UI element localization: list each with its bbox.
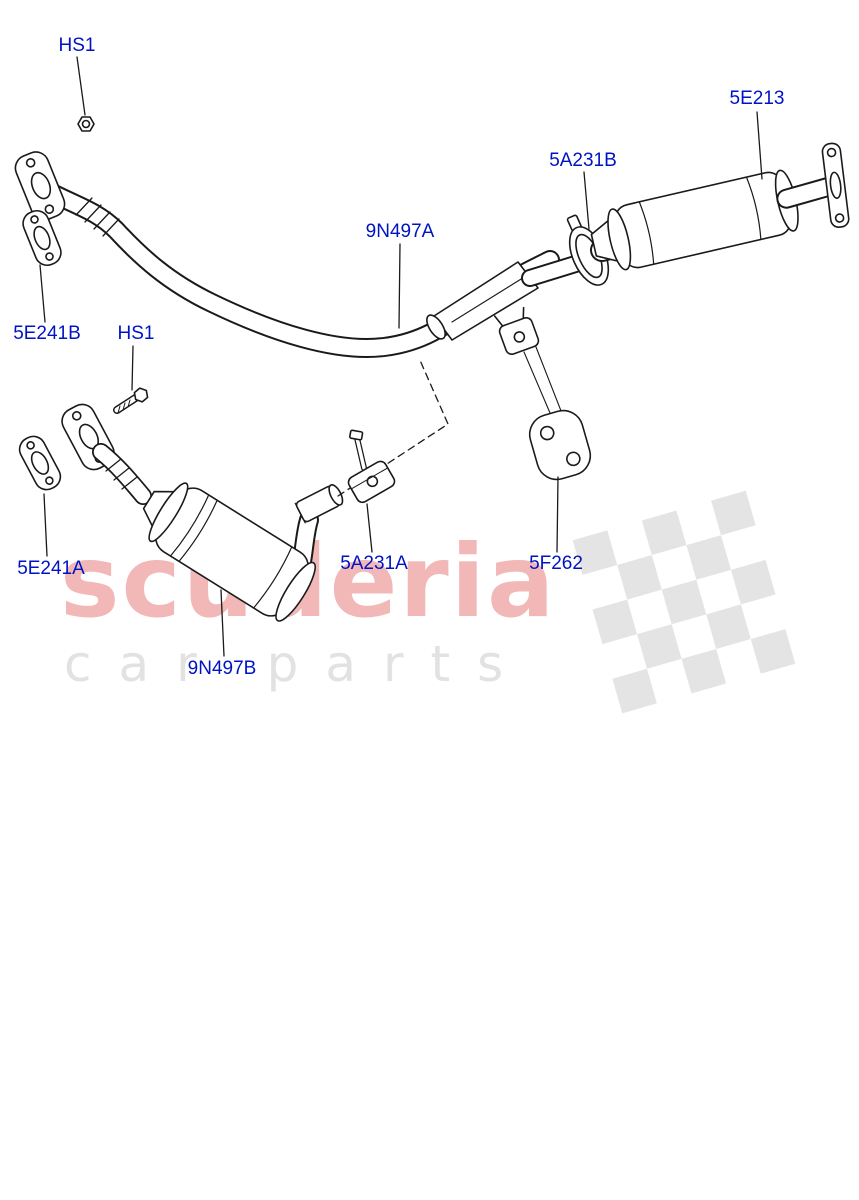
- gasket-5e241b: [22, 209, 62, 267]
- bracket-to-hanger-lines: [523, 346, 564, 421]
- part-labels: HS1 5E213 5A231B 9N497A 5E241B HS1 5E241…: [13, 35, 784, 679]
- rubber-hanger-5f262: [528, 409, 592, 481]
- part-label-5a231a: 5A231A: [340, 553, 408, 574]
- alignment-dashed-line: [337, 357, 449, 497]
- gasket-5e241a: [18, 435, 62, 491]
- mid-hanger-bracket: [493, 306, 540, 356]
- part-label-5e241a: 5E241A: [17, 558, 85, 579]
- front-flange: [14, 151, 66, 221]
- checkered-flag-watermark: [572, 490, 796, 714]
- lower-flex-pipe: [92, 443, 152, 505]
- part-label-9n497b: 9N497B: [188, 658, 257, 679]
- part-label-hs1-lower: HS1: [118, 323, 155, 344]
- watermark-subtitle-text: car parts: [64, 635, 530, 693]
- part-label-9n497a: 9N497A: [366, 221, 435, 242]
- part-label-5e213: 5E213: [730, 88, 785, 109]
- part-label-hs1-top: HS1: [59, 35, 96, 56]
- leader-lines: [39, 56, 763, 657]
- pipe-junction-cone: [426, 261, 539, 341]
- rear-outlet-flange: [821, 142, 850, 228]
- support-bracket-5a231a: [347, 429, 396, 504]
- catalytic-converter-9n497b: [142, 482, 316, 622]
- drawing: [14, 56, 850, 657]
- flex-bellows-front: [75, 197, 120, 237]
- part-label-5a231b: 5A231B: [549, 150, 617, 171]
- cat-outlet-stub: [294, 484, 344, 524]
- bolt-hs1-lower: [113, 387, 149, 414]
- part-label-5e241b: 5E241B: [13, 323, 81, 344]
- nut-hs1-top: [77, 116, 95, 132]
- part-label-5f262: 5F262: [529, 553, 583, 574]
- rear-silencer-5e213: [590, 142, 850, 271]
